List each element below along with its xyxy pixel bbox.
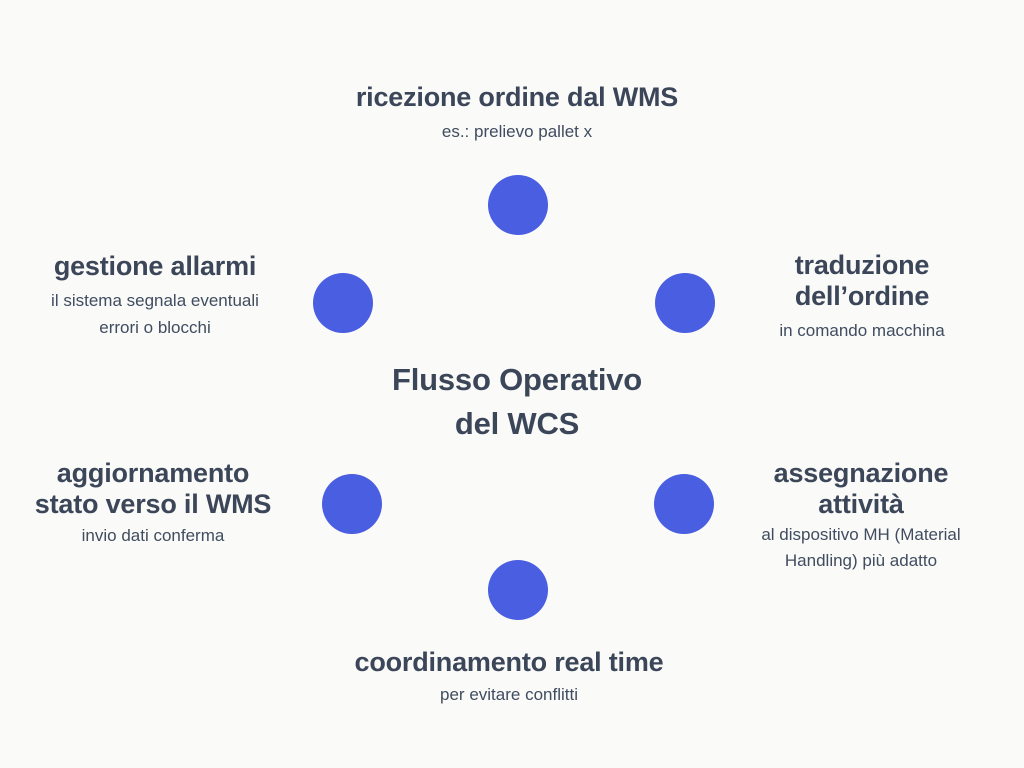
step-subtitle: in comando macchina (779, 321, 945, 340)
flow-node-dot-bottom (488, 560, 548, 620)
flow-step-coordinamento-real-time: coordinamento real time per evitare conf… (355, 647, 664, 708)
step-subtitle: invio dati conferma (81, 526, 225, 545)
step-subtitle: al dispositivo MH (Material Handling) pi… (761, 522, 960, 574)
step-subtitle: per evitare conflitti (440, 685, 578, 704)
step-subtitle-line-2: errori o blocchi (99, 318, 211, 337)
flow-node-dot-upper-left (313, 273, 373, 333)
step-subtitle: es.: prelievo pallet x (441, 122, 593, 141)
flow-step-aggiornamento-stato: aggiornamento stato verso il WMS invio d… (34, 458, 272, 549)
flow-step-traduzione-ordine: traduzione dell’ordine in comando macchi… (779, 250, 944, 344)
flow-node-dot-top (488, 175, 548, 235)
step-subtitle-line-1: il sistema segnala eventuali (51, 291, 259, 310)
flow-node-dot-lower-left (322, 474, 382, 534)
flow-node-dot-upper-right (655, 273, 715, 333)
step-title-line-1: assegnazione (773, 458, 949, 488)
step-title-line-2: attività (818, 489, 904, 519)
step-title: gestione allarmi (53, 251, 257, 281)
step-subtitle-line-2: Handling) più adatto (784, 551, 938, 570)
step-title-line-1: aggiornamento (56, 458, 250, 488)
flow-step-assegnazione-attivita: assegnazione attività al dispositivo MH … (761, 458, 960, 574)
flow-step-gestione-allarmi: gestione allarmi il sistema segnala even… (51, 251, 259, 341)
diagram-title: Flusso Operativo del WCS (392, 358, 642, 446)
step-title: ricezione ordine dal WMS (355, 82, 679, 112)
step-subtitle-line-1: al dispositivo MH (Material (761, 525, 961, 544)
diagram-title-line-1: Flusso Operativo (391, 362, 643, 397)
flow-step-ricezione-ordine: ricezione ordine dal WMS es.: prelievo p… (356, 82, 678, 145)
flow-node-dot-lower-right (654, 474, 714, 534)
step-subtitle: il sistema segnala eventuali errori o bl… (51, 287, 259, 341)
step-title-line-2: dell’ordine (794, 281, 930, 311)
step-title-line-2: stato verso il WMS (34, 489, 272, 519)
step-title-line-1: traduzione (794, 250, 930, 280)
diagram-title-line-2: del WCS (454, 406, 580, 441)
step-title: coordinamento real time (354, 647, 664, 677)
